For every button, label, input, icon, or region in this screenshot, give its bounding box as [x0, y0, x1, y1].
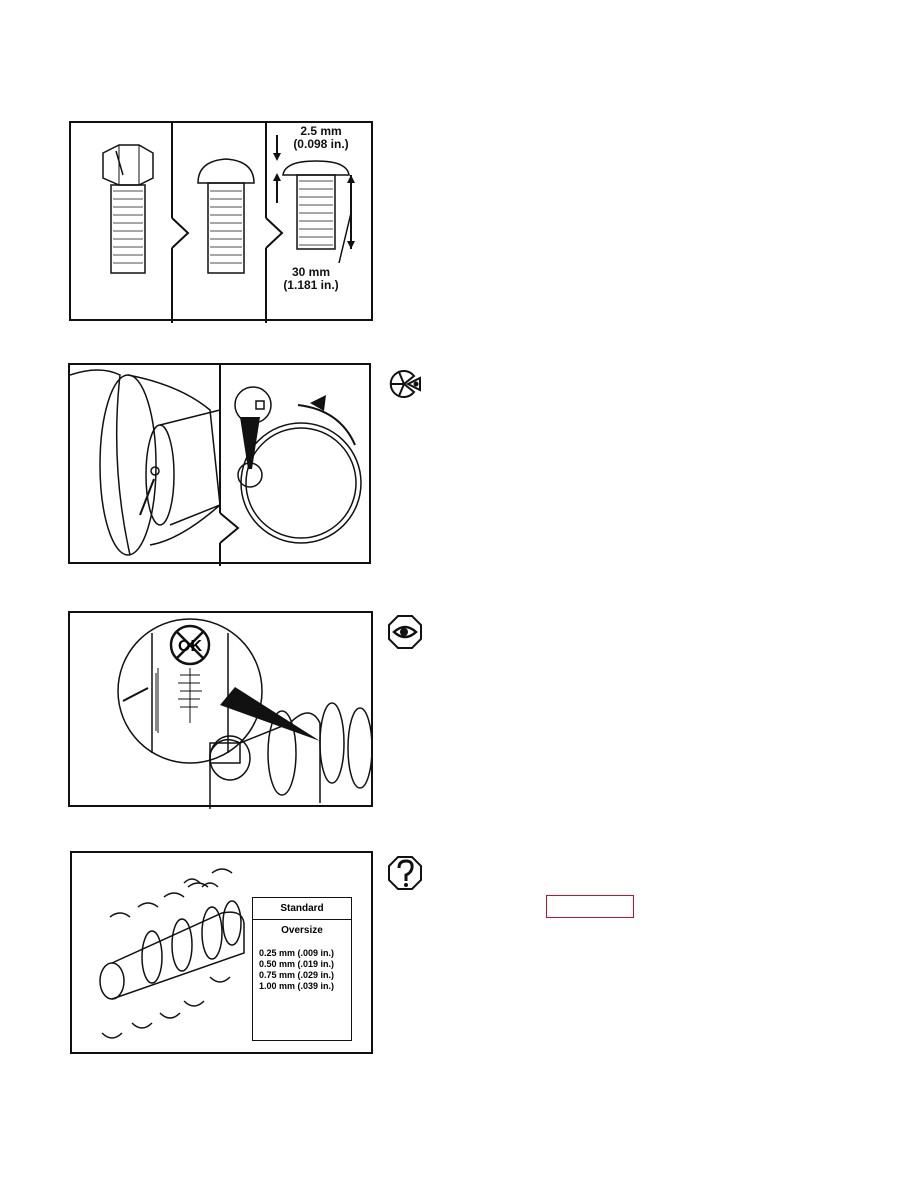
table-row: 1.00 mm (.039 in.)	[259, 981, 335, 991]
replace-select-icon	[388, 856, 422, 890]
bearing-size-table: Standard Oversize 0.25 mm (.009 in.) 0.5…	[252, 897, 352, 1041]
figure-crankshaft-inspection: OK	[68, 611, 373, 809]
highlight-box	[546, 895, 634, 918]
figure-crankshaft-pin	[68, 363, 371, 566]
bolt-illustration	[102, 123, 355, 323]
head-height-label: 2.5 mm	[300, 124, 342, 138]
inspect-measure-icon	[389, 370, 421, 398]
table-header-standard: Standard	[253, 898, 351, 920]
figure-bolt-dimensions: 2.5 mm (0.098 in.) 30 mm (1.181 in.)	[69, 121, 373, 323]
shank-length-label: 30 mm	[291, 265, 331, 279]
crankshaft-pin-illustration	[70, 365, 362, 566]
crankshaft-bearings-illustration	[99, 868, 245, 1039]
crankshaft-inspection-illustration: OK	[117, 618, 373, 809]
figure-bearing-sizes: Standard Oversize 0.25 mm (.009 in.) 0.5…	[70, 851, 373, 1054]
table-subheader-oversize: Oversize	[281, 925, 323, 936]
table-row: 0.75 mm (.029 in.)	[259, 970, 335, 980]
table-row: 0.25 mm (.009 in.)	[259, 948, 335, 958]
shank-length-inch-label: (1.181 in.)	[283, 278, 339, 292]
svg-text:OK: OK	[178, 638, 202, 655]
visual-inspect-icon	[388, 615, 422, 649]
table-row: 0.50 mm (.019 in.)	[259, 959, 335, 969]
head-height-inch-label: (0.098 in.)	[293, 137, 349, 151]
